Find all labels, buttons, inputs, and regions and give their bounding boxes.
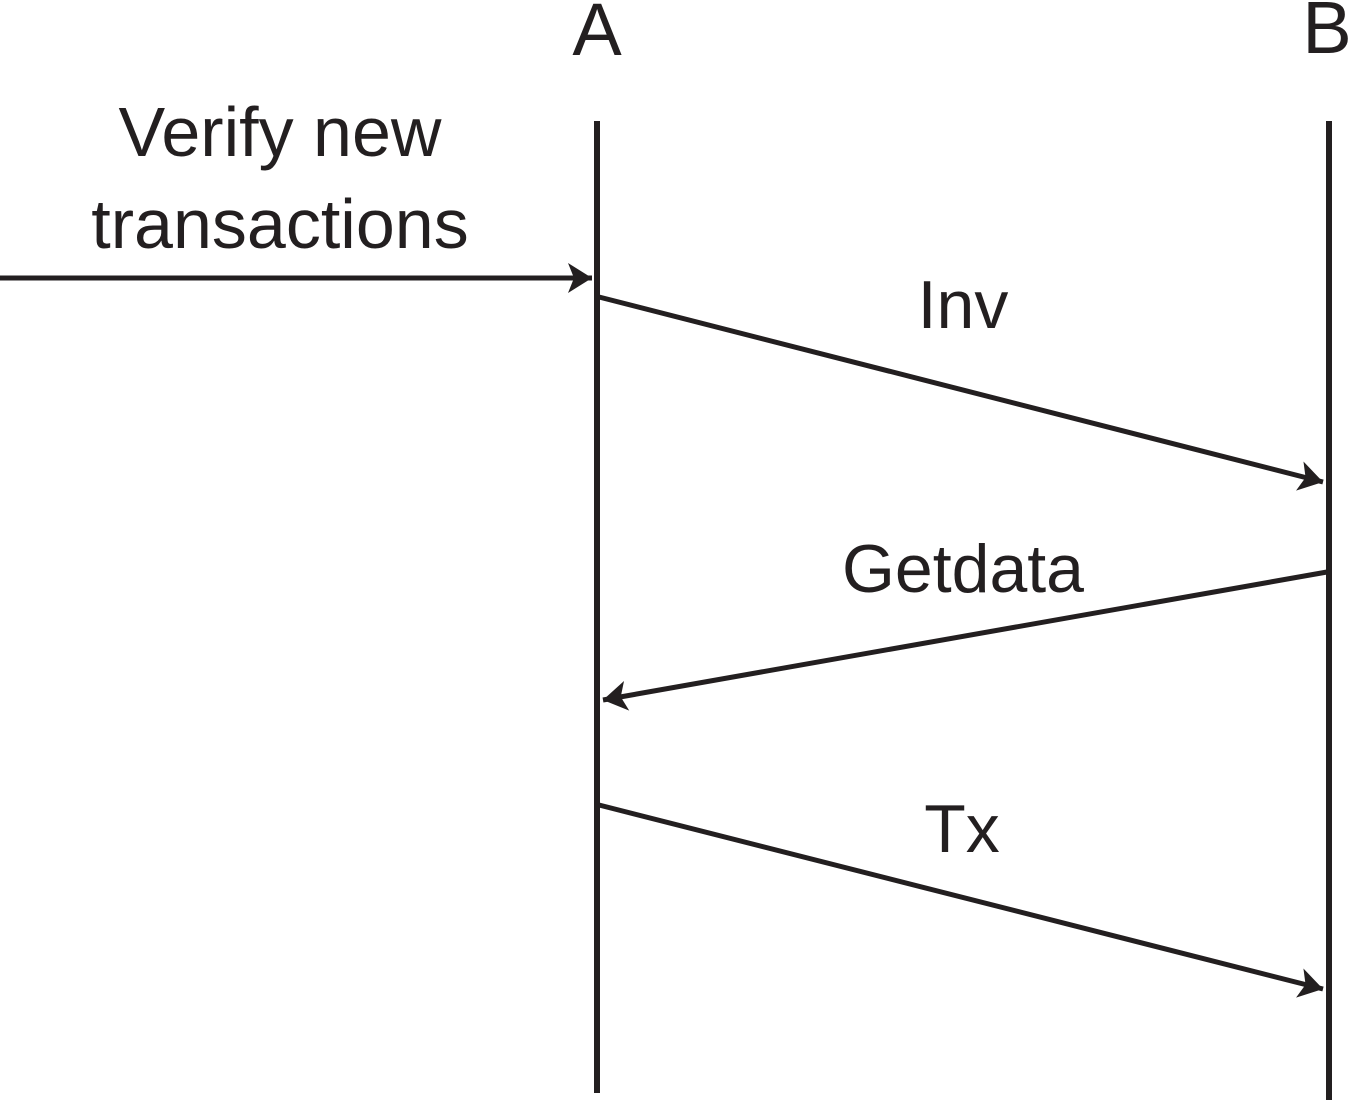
message-label-getdata: Getdata [842, 531, 1084, 607]
message-label-tx: Tx [924, 791, 1000, 867]
message-arrow-tx [598, 802, 1324, 998]
message-label-inv: Inv [918, 267, 1009, 343]
actor-label-b: B [1302, 0, 1350, 69]
message-arrow-getdata [602, 569, 1328, 711]
message-arrow-inv [598, 294, 1324, 491]
annotation-text: Verify new transactions [91, 93, 469, 263]
actor-label-a: A [572, 0, 622, 71]
